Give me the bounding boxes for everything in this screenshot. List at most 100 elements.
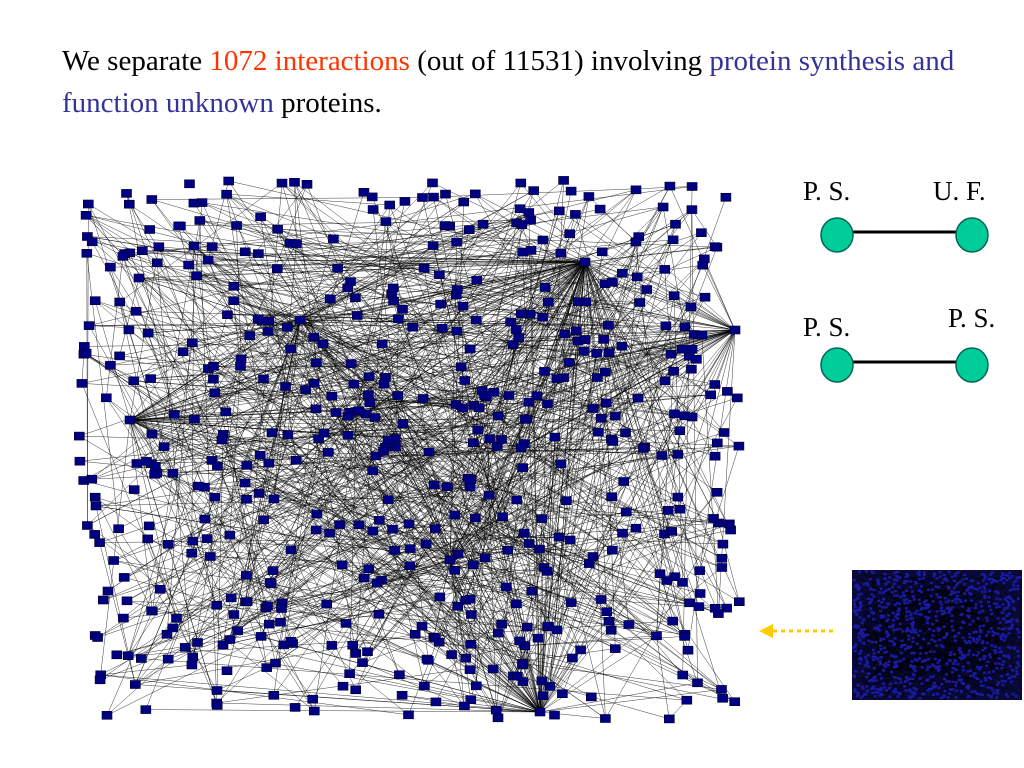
protein-node <box>603 616 615 626</box>
protein-node <box>241 597 253 606</box>
protein-node <box>263 619 275 629</box>
protein-node <box>224 635 236 644</box>
protein-node <box>133 273 145 283</box>
protein-node <box>609 644 621 653</box>
protein-node <box>720 193 732 202</box>
protein-node <box>291 239 302 249</box>
protein-node <box>308 706 320 716</box>
title-part1: We separate <box>62 45 210 77</box>
protein-node <box>651 631 662 641</box>
protein-node <box>496 435 507 444</box>
protein-node <box>672 492 684 502</box>
protein-node <box>555 248 567 258</box>
protein-node <box>716 553 728 563</box>
protein-node <box>184 179 195 189</box>
protein-node <box>451 237 462 247</box>
protein-node <box>591 348 602 358</box>
protein-node <box>146 195 158 204</box>
protein-node <box>252 314 264 324</box>
protein-node <box>330 408 342 417</box>
protein-node <box>630 185 642 195</box>
protein-node <box>487 664 499 674</box>
protein-node <box>436 323 448 333</box>
protein-node <box>141 457 152 466</box>
full-network-thumbnail <box>852 570 1022 700</box>
protein-node <box>484 434 495 444</box>
protein-node <box>241 494 252 504</box>
protein-node <box>397 304 408 314</box>
protein-node <box>399 197 411 206</box>
protein-node <box>78 476 89 485</box>
protein-node <box>380 217 392 226</box>
protein-node <box>83 199 94 209</box>
protein-node <box>118 613 129 623</box>
protein-node <box>186 660 198 670</box>
protein-node <box>82 521 93 530</box>
protein-node <box>670 219 681 229</box>
protein-node <box>308 332 320 342</box>
protein-node <box>721 603 732 613</box>
legend-label-uf: U. F. <box>933 176 986 206</box>
protein-node <box>679 322 691 332</box>
protein-node <box>167 623 179 633</box>
protein-node <box>173 221 184 231</box>
protein-node <box>209 388 221 398</box>
protein-node <box>232 626 243 635</box>
protein-node <box>724 519 735 529</box>
protein-node <box>92 633 103 642</box>
protein-node <box>362 647 373 657</box>
protein-node <box>567 653 578 663</box>
protein-node <box>472 425 484 435</box>
protein-node <box>419 681 430 691</box>
protein-node <box>317 339 329 349</box>
protein-node <box>654 569 666 579</box>
protein-node <box>603 348 615 358</box>
protein-node <box>280 382 291 391</box>
protein-node <box>105 262 116 272</box>
protein-node <box>469 189 481 199</box>
protein-node <box>464 594 476 604</box>
protein-node <box>409 629 421 639</box>
protein-node <box>515 309 527 318</box>
protein-node <box>579 335 591 345</box>
protein-node <box>94 675 106 685</box>
protein-node <box>528 186 540 195</box>
protein-node <box>276 604 287 613</box>
protein-node <box>666 527 678 536</box>
protein-node <box>239 247 251 257</box>
protein-node <box>455 362 467 372</box>
protein-node <box>206 456 218 465</box>
protein-node <box>458 197 470 207</box>
protein-node <box>717 539 729 549</box>
protein-node <box>441 482 453 492</box>
protein-node <box>124 415 136 425</box>
protein-node <box>585 692 597 702</box>
protein-node <box>393 314 404 324</box>
protein-node <box>311 358 322 368</box>
protein-node <box>668 291 680 301</box>
protein-node <box>389 546 400 555</box>
protein-node <box>285 636 297 646</box>
protein-node <box>674 426 686 436</box>
protein-node <box>465 639 477 649</box>
protein-node <box>699 292 711 302</box>
protein-node <box>366 192 378 202</box>
protein-node <box>667 235 679 245</box>
protein-node <box>516 220 528 230</box>
protein-node <box>526 586 538 596</box>
protein-node <box>378 446 389 456</box>
protein-node <box>376 339 388 349</box>
protein-node <box>231 221 242 230</box>
protein-node <box>464 665 476 675</box>
protein-node <box>285 344 296 354</box>
protein-node <box>434 270 445 280</box>
protein-node <box>89 492 101 502</box>
protein-node <box>674 504 686 514</box>
protein-node <box>290 455 302 465</box>
protein-node <box>553 532 565 542</box>
protein-node <box>559 329 571 339</box>
protein-node <box>672 450 684 459</box>
protein-node <box>662 505 674 515</box>
protein-node <box>149 469 160 479</box>
protein-node <box>191 271 202 281</box>
